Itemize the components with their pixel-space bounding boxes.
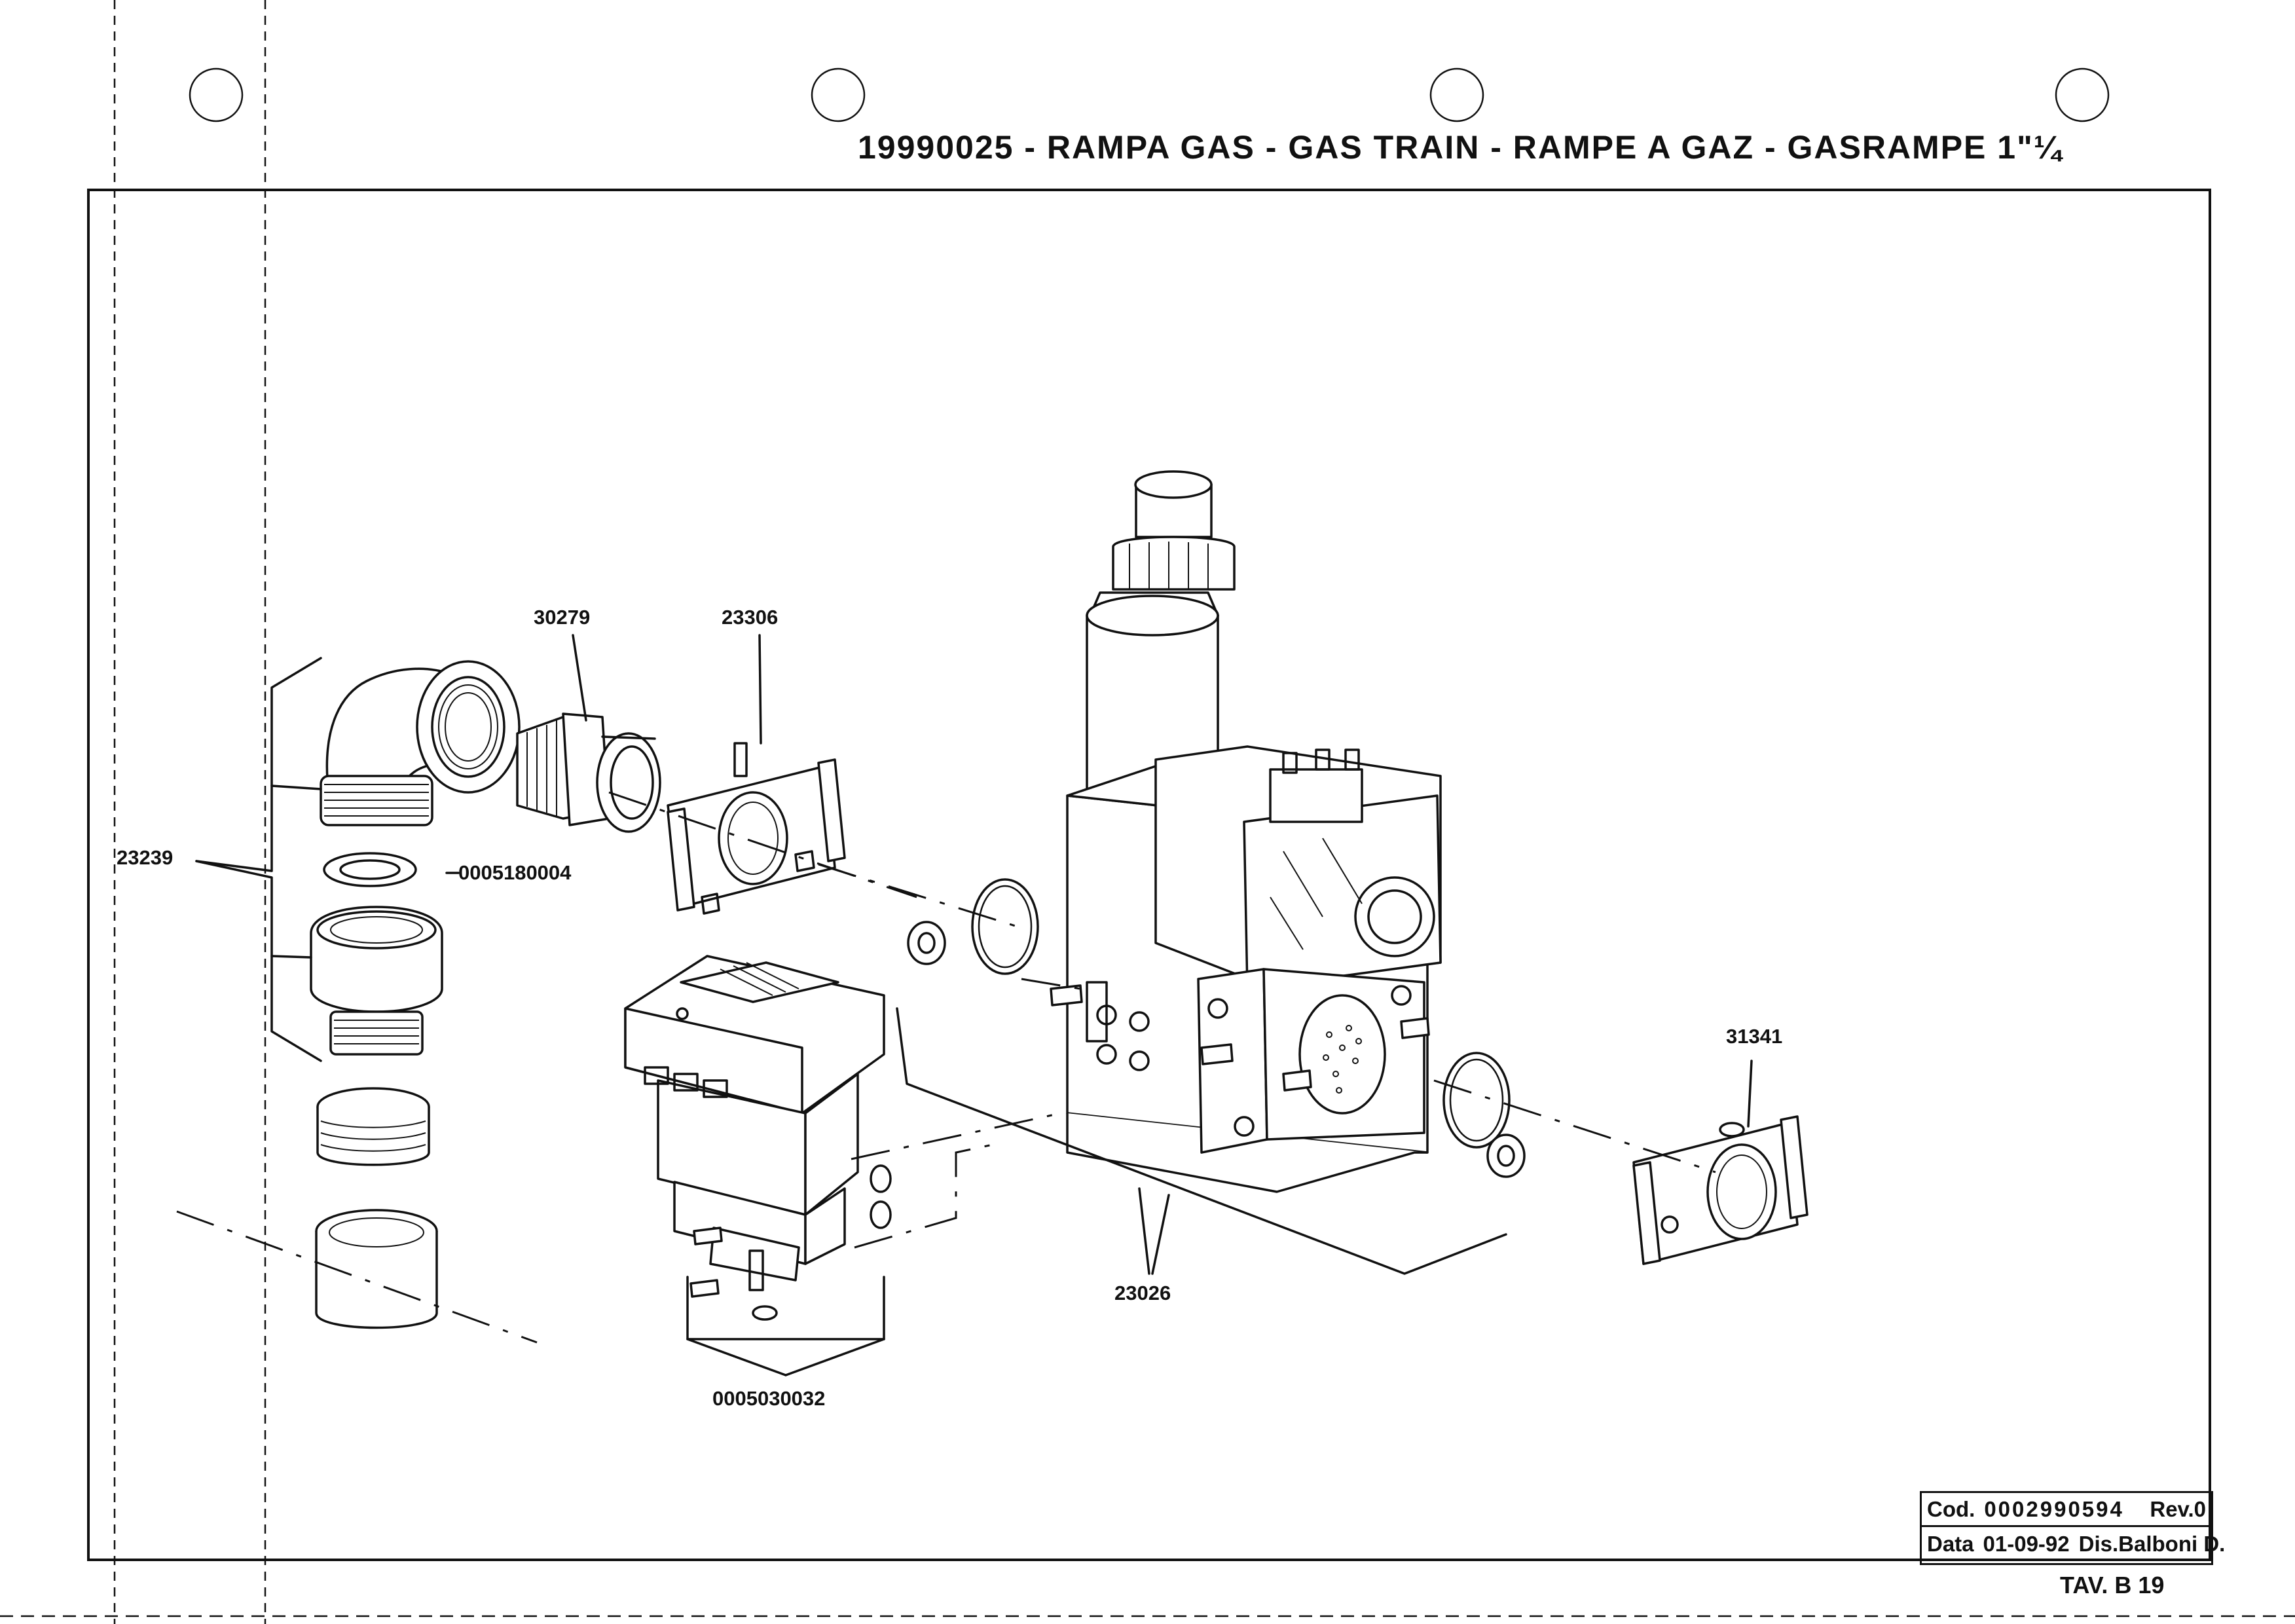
binder-hole-2 — [811, 67, 866, 122]
elbow-fitting — [320, 660, 521, 826]
threaded-bush — [316, 1087, 430, 1166]
revision: Rev.0 — [2150, 1496, 2206, 1521]
title-block-date-row: Data 01-09-92 Dis.Balboni D. — [1922, 1527, 2225, 1561]
drawn-by: Dis.Balboni D. — [2078, 1532, 2226, 1556]
part-label-0005180004: 0005180004 — [458, 861, 572, 884]
data-label: Data — [1927, 1532, 1974, 1556]
drawing-title: 19990025 - RAMPA GAS - GAS TRAIN - RAMPE… — [858, 129, 2063, 166]
flange-adapter — [667, 742, 846, 915]
part-label-23026: 23026 — [1114, 1282, 1171, 1304]
cod-value: 0002990594 — [1984, 1496, 2124, 1521]
nut-left — [907, 921, 946, 965]
gas-valve-body — [1050, 470, 1442, 1193]
cod-label: Cod. — [1927, 1496, 1975, 1521]
title-block-code-row: Cod. 0002990594 Rev.0 — [1922, 1493, 2211, 1527]
sheet-reference: TAV. B 19 — [2060, 1572, 2165, 1598]
part-label-23239: 23239 — [117, 846, 174, 869]
data-value: 01-09-92 — [1983, 1532, 2070, 1556]
binder-hole-1 — [189, 67, 244, 122]
binder-hole-4 — [2055, 67, 2110, 122]
o-ring-left — [971, 878, 1039, 975]
outlet-flange — [1632, 1115, 1808, 1265]
servo-actuator — [624, 955, 885, 1321]
title-block: Cod. 0002990594 Rev.0 Data 01-09-92 Dis.… — [1920, 1491, 2225, 1565]
part-label-23306: 23306 — [722, 606, 779, 629]
part-label-30279: 30279 — [534, 606, 591, 629]
binder-hole-3 — [1429, 67, 1484, 122]
leader-lines — [445, 634, 1753, 1376]
threaded-nipple — [516, 712, 661, 833]
part-label-31341: 31341 — [1726, 1025, 1783, 1048]
pipe-socket — [315, 1209, 438, 1329]
o-ring-right — [1442, 1052, 1511, 1149]
nut-right — [1486, 1134, 1526, 1178]
part-label-0005030032: 0005030032 — [712, 1387, 826, 1410]
flat-gasket — [323, 852, 417, 887]
drawing-frame — [87, 189, 2211, 1561]
union-fitting — [310, 906, 443, 1056]
